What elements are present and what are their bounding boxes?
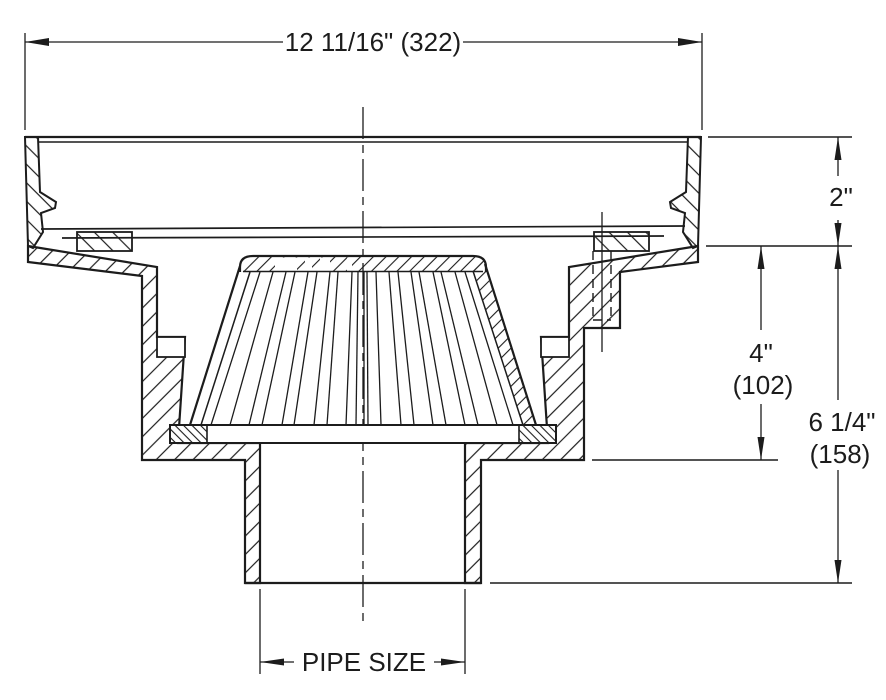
strainer-bottom-ring: [169, 424, 557, 444]
cone-strainer: [169, 254, 557, 444]
rim-height-label: 2": [829, 182, 853, 212]
collar-left-wall: [23, 136, 58, 250]
arrow-up: [834, 137, 842, 160]
drain-body: [26, 244, 700, 585]
body-right-section: [463, 244, 700, 585]
arrow-right: [678, 38, 702, 46]
pipe-size-label: PIPE SIZE: [302, 647, 426, 677]
arrow-down: [834, 223, 842, 246]
collar-right-wall: [668, 136, 703, 250]
overall-width-label: 12 11/16" (322): [285, 27, 461, 57]
seat-ledge-left: [156, 336, 186, 358]
sump-depth-in-label: 4": [749, 338, 773, 368]
strainer-foot-left: [169, 424, 208, 444]
arrow-left: [25, 38, 49, 46]
body-left-section: [26, 244, 262, 585]
clamp-block-left: [76, 231, 133, 252]
flashing-clamp: [40, 225, 686, 252]
clamp-block-right: [593, 231, 650, 252]
membrane-line-upper: [40, 225, 686, 230]
arrow-up: [757, 246, 765, 269]
cone-right-inner-edge: [472, 270, 524, 426]
bolt-hole-hidden-lines: [592, 251, 612, 321]
strainer-band-slots: [275, 257, 352, 272]
cone-left-outer-edge: [188, 265, 242, 426]
dim-rim-height: 2": [706, 136, 853, 247]
arrow-right: [441, 658, 465, 666]
arrow-up: [834, 246, 842, 269]
cone-left-inner-edge: [200, 271, 251, 426]
cone-right-outer-edge: [483, 263, 538, 426]
strainer-top-outline: [238, 254, 488, 272]
sump-depth-mm-label: (102): [733, 370, 794, 400]
dim-pipe-size: PIPE SIZE: [259, 589, 466, 677]
overall-height-in-label: 6 1/4": [808, 407, 875, 437]
dim-overall-height: 6 1/4" (158): [490, 246, 876, 584]
strainer-top-band: [240, 256, 486, 272]
arrow-left: [260, 658, 284, 666]
arrow-down: [757, 437, 765, 460]
overall-height-mm-label: (158): [810, 439, 871, 469]
cone-right-wall-section: [473, 262, 536, 425]
arrow-down: [834, 560, 842, 583]
dim-overall-width: 12 11/16" (322): [24, 27, 703, 130]
seat-ledge-right: [540, 336, 570, 358]
strainer-slot-lines: [210, 271, 514, 426]
dimension-annotations: 12 11/16" (322) 2" 4" (102): [24, 27, 876, 677]
dim-sump-depth: 4" (102): [592, 246, 794, 461]
membrane-line-lower: [61, 235, 665, 239]
strainer-foot-right: [518, 424, 557, 444]
